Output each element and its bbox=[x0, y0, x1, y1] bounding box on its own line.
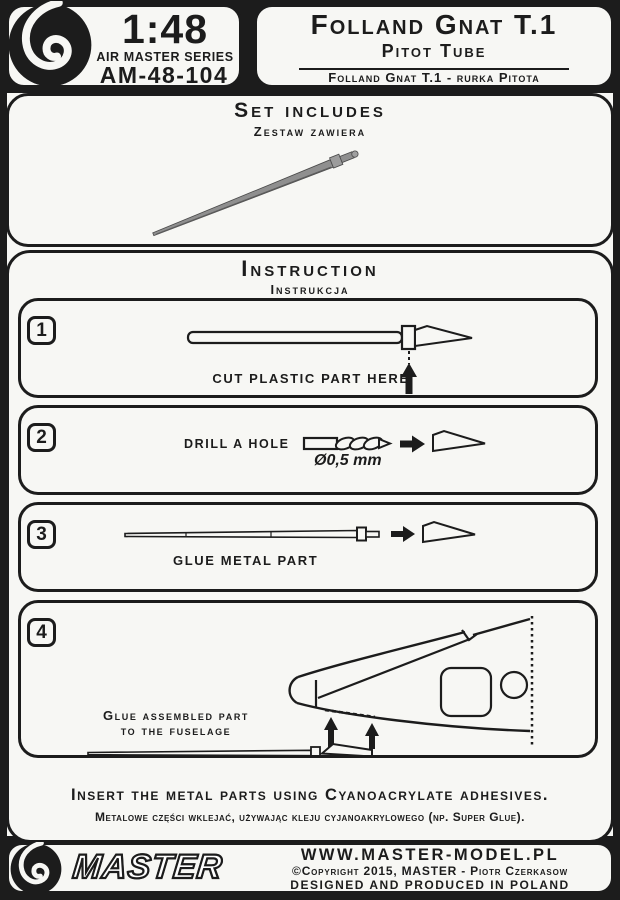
instruction-title-pl: Instrukcja bbox=[270, 282, 350, 297]
step-3-number: 3 bbox=[27, 520, 56, 549]
adhesive-note-en: Insert the metal parts using Cyanoacryla… bbox=[71, 786, 549, 804]
kit-title: Folland Gnat T.1 bbox=[310, 9, 558, 40]
step-1-diagram bbox=[186, 324, 473, 394]
instruction-title: Instruction bbox=[241, 256, 379, 281]
master-logo-icon bbox=[8, 1, 92, 87]
footer-master-logo-icon bbox=[10, 842, 62, 895]
step-4-number: 4 bbox=[27, 618, 56, 647]
step-1-caption: CUT PLASTIC PART HERE bbox=[212, 371, 410, 386]
header-title-box: Folland Gnat T.1 Pitot Tube Folland Gnat… bbox=[254, 4, 614, 88]
step-3-caption: GLUE METAL PART bbox=[173, 553, 319, 568]
title-divider bbox=[299, 68, 569, 70]
step-2-number: 2 bbox=[27, 423, 56, 452]
step-4-box: 4 bbox=[18, 600, 598, 758]
step-2-diagram bbox=[302, 429, 486, 453]
footer-website: WWW.MASTER-MODEL.PL bbox=[300, 846, 560, 864]
scale-label: 1:48 bbox=[121, 6, 209, 52]
drill-diameter-note: Ø0,5 mm bbox=[314, 452, 382, 469]
footer-origin: DESIGNED AND PRODUCED IN POLAND bbox=[290, 878, 570, 892]
step-4-caption-line2: to the fuselage bbox=[120, 723, 232, 738]
footer-copyright: ©Copyright 2015, MASTER - Piotr Czerkaso… bbox=[292, 864, 568, 878]
instruction-panel: Instruction Instrukcja 1 CUT PLASTIC PAR… bbox=[6, 250, 614, 843]
step-2-caption: DRILL A HOLE bbox=[184, 437, 290, 451]
frame-right bbox=[613, 0, 620, 900]
set-includes-title: Set includes bbox=[234, 99, 386, 122]
series-label: AIR MASTER SERIES bbox=[96, 50, 234, 64]
kit-subtitle-pl: Folland Gnat T.1 - rurka Pitota bbox=[328, 70, 540, 85]
step-1-number: 1 bbox=[27, 316, 56, 345]
step-3-diagram bbox=[124, 520, 476, 544]
product-code: AM-48-104 bbox=[99, 62, 229, 88]
footer-panel: MASTER WWW.MASTER-MODEL.PL ©Copyright 20… bbox=[6, 842, 614, 894]
frame-left bbox=[0, 0, 7, 900]
set-includes-panel: Set includes Zestaw zawiera bbox=[6, 93, 614, 247]
step-4-caption: Glue assembled part to the fuselage bbox=[81, 708, 271, 738]
step-1-box: 1 CUT PLASTIC PART HERE bbox=[18, 298, 598, 398]
pitot-tube-photo bbox=[152, 150, 359, 237]
step-4-diagram bbox=[87, 616, 534, 755]
step-2-box: 2 DRILL A HOLE Ø0,5 mm bbox=[18, 405, 598, 495]
step-3-box: 3 GLUE METAL PART bbox=[18, 502, 598, 592]
set-includes-title-pl: Zestaw zawiera bbox=[253, 124, 367, 139]
kit-subtitle: Pitot Tube bbox=[381, 41, 487, 61]
adhesive-note-pl: Metalowe części wklejać, używając kleju … bbox=[95, 810, 525, 824]
footer-brand: MASTER bbox=[70, 847, 226, 887]
step-4-caption-line1: Glue assembled part bbox=[102, 708, 250, 723]
